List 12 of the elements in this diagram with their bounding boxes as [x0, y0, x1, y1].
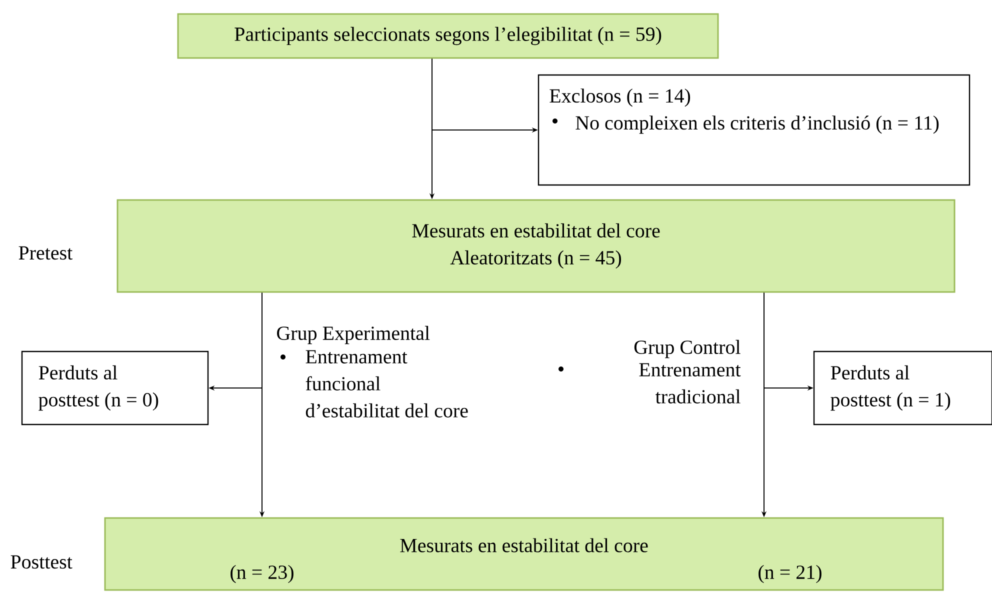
label-text: Grup Experimental [277, 326, 430, 344]
flow-box: Mesurats en estabilitat del core Aleatoritzats (n = 45) [116, 199, 956, 293]
flow-box: Participants seleccionats segons l’elegibilitat (n = 59) [177, 13, 719, 59]
label-text: Posttest [10, 555, 72, 569]
label-text: Entrenament funcional d’estabilitat del core [306, 350, 468, 418]
flow-box: Exclosos (n = 14) No compleixen els criteris d’inclusió (n = 11) [538, 74, 970, 186]
label-text: Entrenament tradicional [639, 363, 741, 404]
label-text: Pretest [18, 246, 73, 260]
flow-box: Perduts al posttest (n = 0) [21, 350, 209, 426]
flow-box: Perduts al posttest (n = 1) [813, 350, 992, 426]
flow-box: Mesurats en estabilitat del core (n = 23) (n = 21) [104, 517, 944, 591]
label-text: Grup Control [634, 340, 740, 358]
